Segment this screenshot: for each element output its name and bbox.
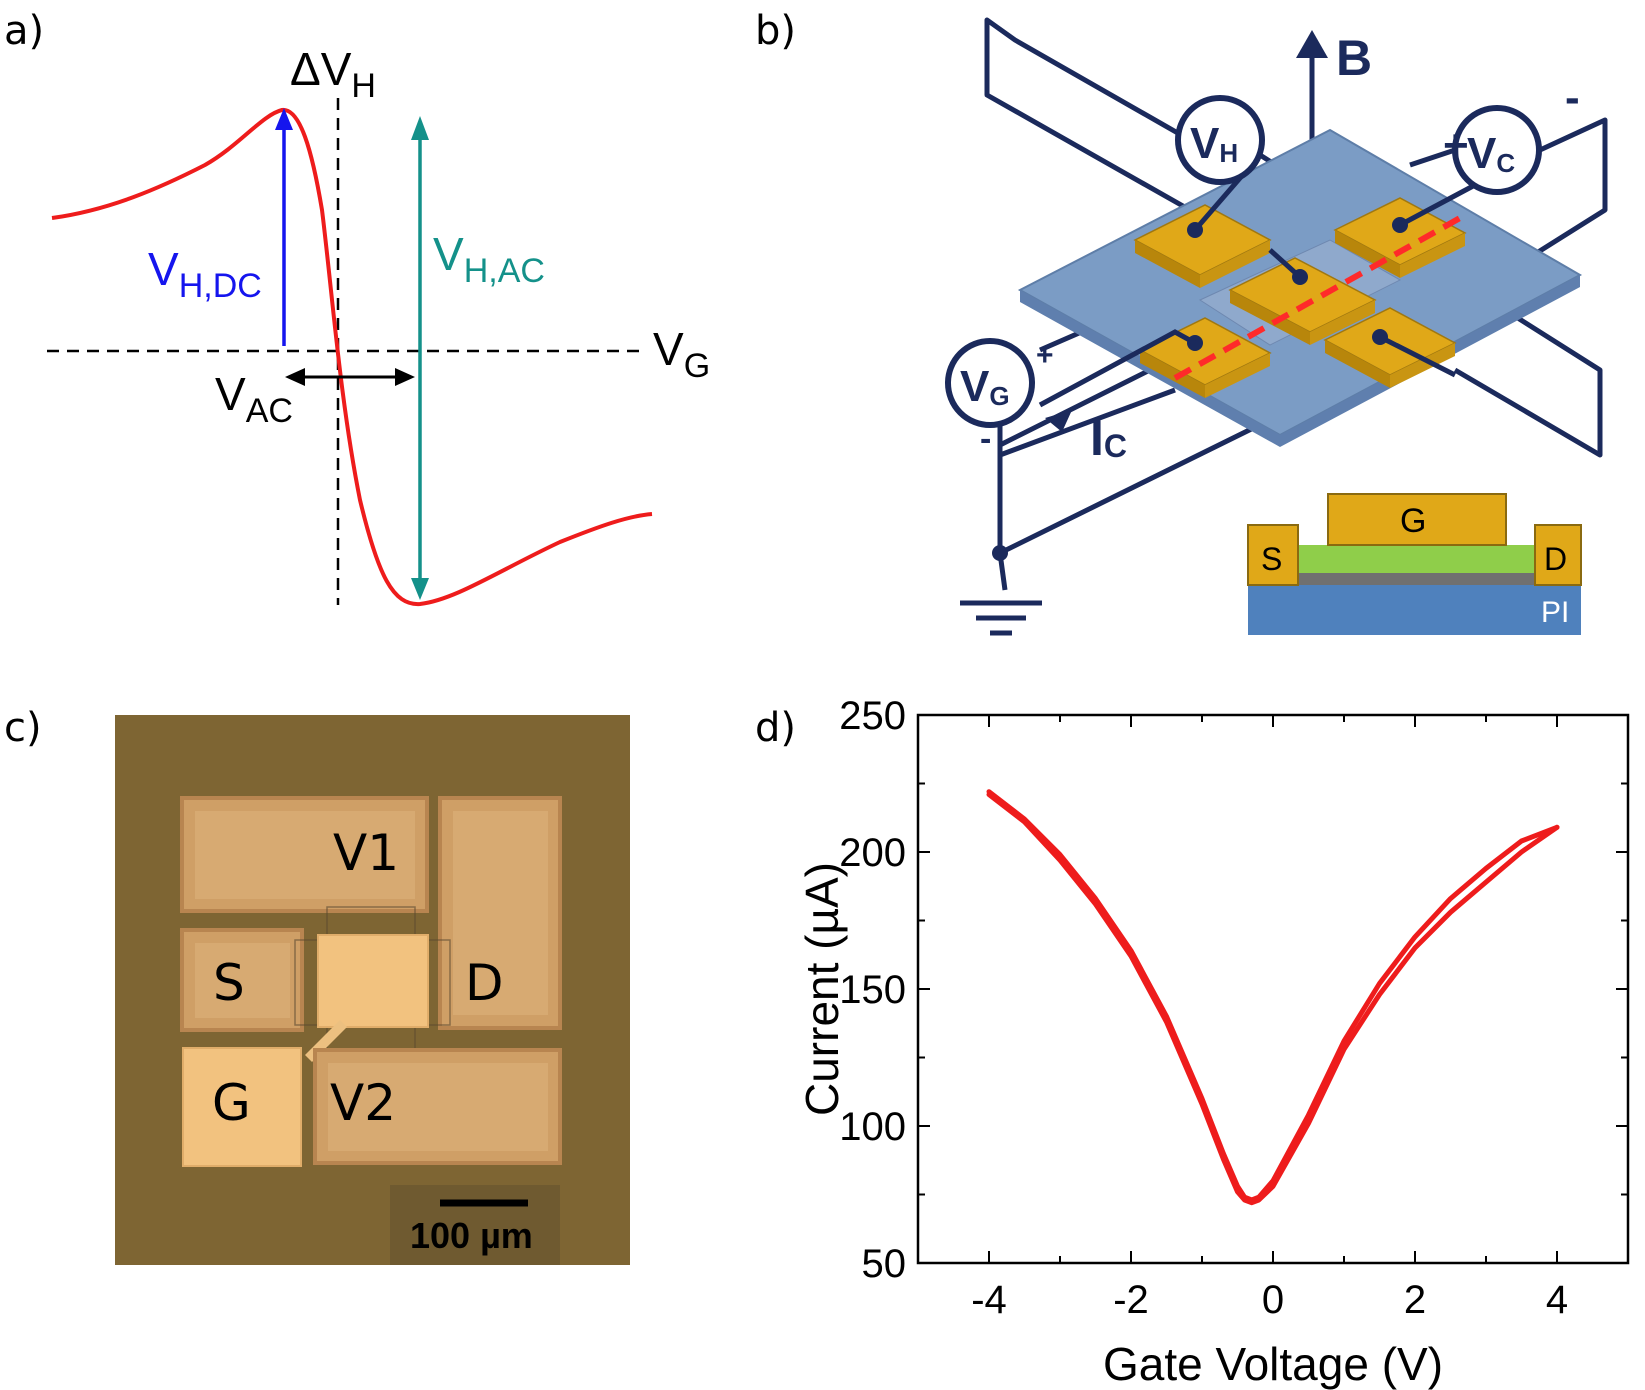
svg-text:S: S xyxy=(1261,541,1282,577)
svg-text:D: D xyxy=(465,954,504,1012)
panel-a-label: a) xyxy=(4,8,45,54)
ic-arrowhead xyxy=(1045,410,1072,432)
y-tick-label: 150 xyxy=(839,968,906,1012)
vh-dc-arrowhead xyxy=(275,108,293,130)
b-field-label: B xyxy=(1336,30,1372,86)
vh-dc-label: VH,DC xyxy=(148,243,262,305)
panel-c-micrograph: V1 S D G V2 100 µm xyxy=(115,715,630,1265)
hall-curve xyxy=(51,108,653,607)
ic-wire xyxy=(997,342,1302,556)
x-tick-label: 4 xyxy=(1546,1278,1568,1322)
x-axis-label: Gate Voltage (V) xyxy=(1103,1338,1443,1390)
panel-c-label: c) xyxy=(4,705,42,751)
vg-meter xyxy=(945,338,1035,428)
vh-meter xyxy=(1175,95,1265,185)
svg-text:S: S xyxy=(213,954,245,1012)
vac-arrowhead-left xyxy=(285,368,305,386)
x-tick-label: 0 xyxy=(1262,1278,1284,1322)
substrate-edge xyxy=(1020,275,1580,447)
svg-text:-: - xyxy=(1565,73,1580,122)
vac-label: VAC xyxy=(215,368,293,430)
panel-a-diagram: ΔVH VH,DC VH,AC VG VAC xyxy=(47,43,710,607)
x-tick-label: 2 xyxy=(1404,1278,1426,1322)
svg-text:G: G xyxy=(212,1074,251,1132)
b-field-arrowhead xyxy=(1296,30,1328,58)
scale-bar-label: 100 µm xyxy=(410,1215,533,1256)
svg-text:VG: VG xyxy=(960,362,1010,411)
svg-text:VC: VC xyxy=(1467,129,1515,178)
x-tick-label: -4 xyxy=(971,1278,1007,1322)
vc-meter xyxy=(1452,105,1542,195)
ground-symbol xyxy=(960,600,1042,636)
y-tick-label: 200 xyxy=(839,831,906,875)
ic-label: IC xyxy=(1090,410,1127,466)
device-cross-section: G S D PI xyxy=(1247,493,1582,635)
series-line-1 xyxy=(986,789,1560,1203)
svg-text:V2: V2 xyxy=(330,1074,396,1132)
svg-text:PI: PI xyxy=(1541,596,1569,629)
svg-text:VH: VH xyxy=(1190,119,1238,168)
vh-ac-arrowhead-bottom xyxy=(411,578,429,600)
svg-text:V1: V1 xyxy=(333,824,399,882)
y-tick-label: 100 xyxy=(839,1105,906,1149)
panel-b-diagram: B VH VC + - VG + - IC G S D PI xyxy=(945,17,1608,636)
svg-text:+: + xyxy=(1443,121,1469,170)
svg-text:-: - xyxy=(980,420,991,458)
svg-text:G: G xyxy=(1400,502,1426,540)
svg-text:+: + xyxy=(1036,339,1054,372)
x-tick-label: -2 xyxy=(1113,1278,1149,1322)
vac-arrowhead-right xyxy=(395,368,415,386)
y-tick-label: 250 xyxy=(839,694,906,738)
vg-label: VG xyxy=(653,323,710,385)
panel-d-label: d) xyxy=(755,705,796,751)
series-line-2 xyxy=(986,792,1560,1206)
delta-vh-label: ΔVH xyxy=(290,43,376,105)
panel-b-label: b) xyxy=(755,8,796,54)
y-tick-label: 50 xyxy=(862,1242,907,1286)
svg-text:D: D xyxy=(1544,541,1567,577)
vh-ac-arrowhead-top xyxy=(411,116,429,140)
vh-ac-label: VH,AC xyxy=(433,228,545,290)
y-axis-label: Current (µA) xyxy=(796,862,848,1116)
